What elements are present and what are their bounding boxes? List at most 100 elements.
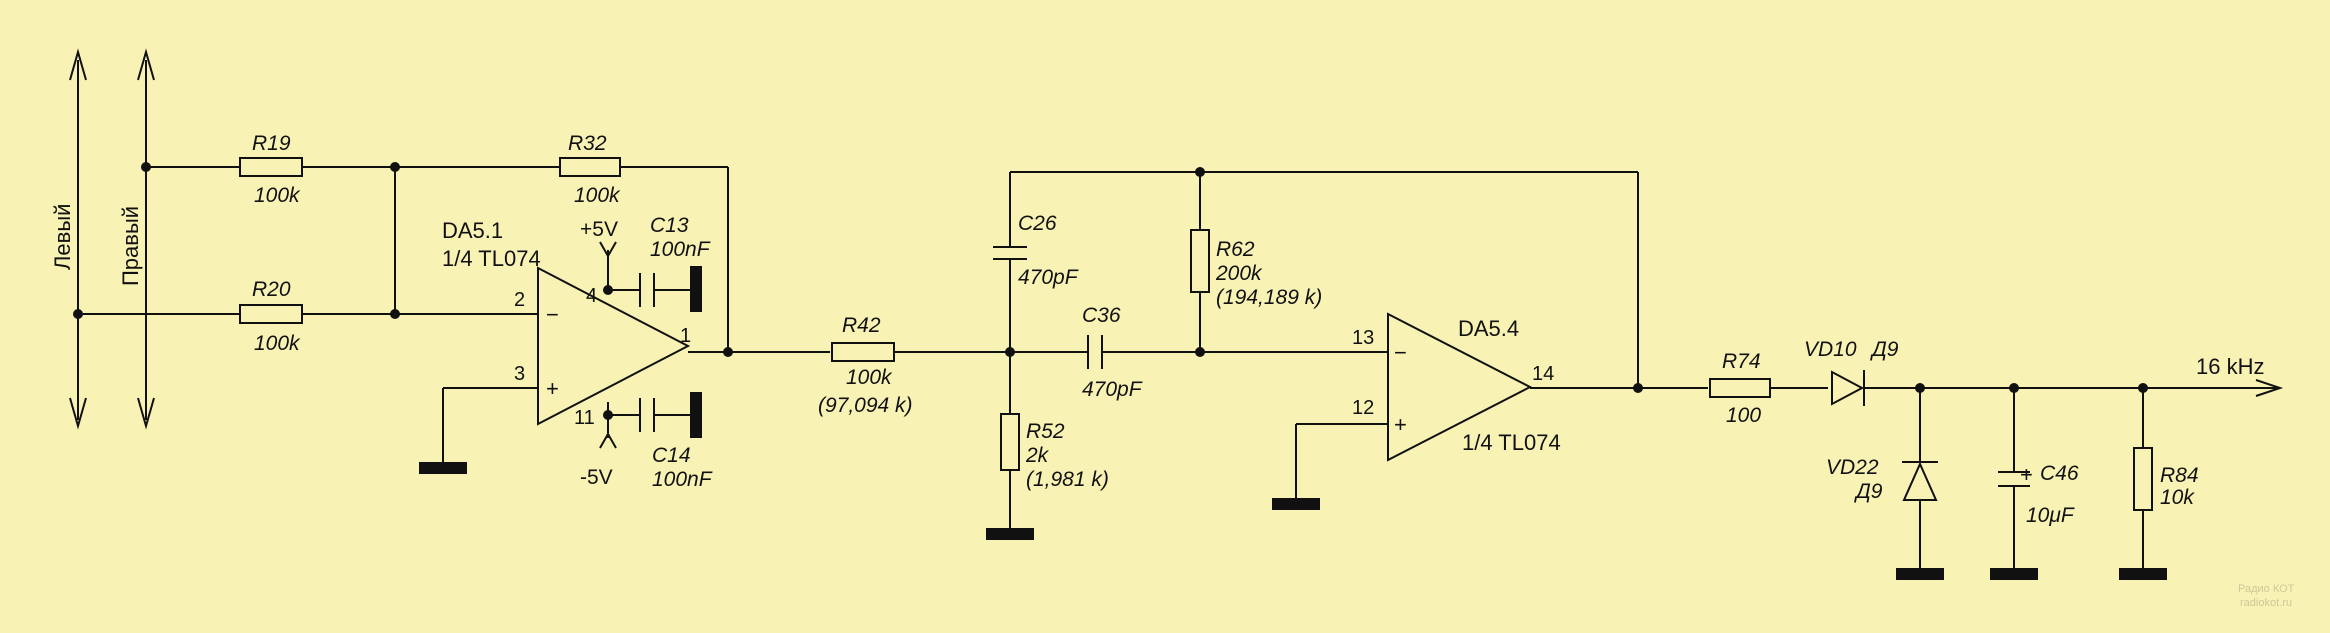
da5-1-plus-sign: + [546, 376, 559, 401]
r84-value: 10k [2160, 486, 2195, 509]
c14-value: 100nF [652, 468, 713, 491]
capacitor-c26-body [993, 246, 1027, 260]
input-bus-right [137, 48, 155, 430]
opamp-da5-1-triangle [518, 266, 691, 426]
da5-1-pin-vpos: 4 [586, 285, 597, 307]
r42-measured: (97,094 k) [818, 394, 913, 417]
diode-vd22-body [1902, 461, 1938, 501]
r42-value: 100k [846, 366, 893, 389]
r32-ref: R32 [568, 132, 607, 155]
resistor-r19-body [239, 157, 303, 177]
da5-1-pin-out: 1 [680, 325, 691, 347]
r74-value: 100 [1726, 404, 1761, 427]
da5-4-pin-inv: 13 [1352, 327, 1374, 349]
junction-dot [1005, 347, 1015, 357]
supply-neg-label: -5V [580, 466, 613, 489]
r32-value: 100k [574, 184, 621, 207]
r19-value: 100k [254, 184, 301, 207]
da5-4-pin-noninv: 12 [1352, 397, 1374, 419]
c36-ref: C36 [1082, 304, 1121, 327]
junction-dot [1195, 167, 1205, 177]
junction-dot [1195, 347, 1205, 357]
r52-ref: R52 [1026, 420, 1065, 443]
c13-ref: C13 [650, 214, 689, 237]
junction-dot [723, 347, 733, 357]
ground-da5-1 [419, 462, 467, 474]
da5-4-minus-sign: − [1394, 340, 1407, 365]
ground-c46 [1990, 568, 2038, 580]
vd10-ref: VD10 [1804, 338, 1857, 361]
da5-4-part: 1/4 TL074 [1462, 430, 1561, 455]
ground-da5-4 [1272, 498, 1320, 510]
c46-value: 10μF [2026, 504, 2075, 527]
c26-value: 470pF [1018, 266, 1079, 289]
da5-1-ref: DA5.1 [442, 218, 503, 243]
ground-c13 [690, 266, 702, 312]
capacitor-c13-body [639, 273, 690, 307]
input-right-label: Правый [118, 206, 143, 286]
junction-dot [1915, 383, 1925, 393]
watermark-url: radiokot.ru [2240, 597, 2292, 609]
junction-dot [2009, 383, 2019, 393]
r62-ref: R62 [1216, 238, 1255, 261]
junction-dot [1633, 383, 1643, 393]
vd22-type: Д9 [1854, 480, 1883, 503]
r20-ref: R20 [252, 278, 291, 301]
da5-1-minus-sign: − [546, 302, 559, 327]
resistor-r84-body [2133, 447, 2153, 511]
vd10-type: Д9 [1870, 338, 1899, 361]
junction-dot [603, 410, 613, 420]
wires-filter-stage [728, 171, 1639, 532]
ground-c14 [690, 392, 702, 438]
junction-dot [603, 285, 613, 295]
da5-4-pin-out: 14 [1532, 363, 1554, 385]
capacitor-c46-body [1998, 471, 2030, 487]
c46-ref: C46 [2040, 462, 2079, 485]
wires-output-stage [1770, 379, 2284, 572]
ground-r52 [986, 528, 1034, 540]
watermark-title: Радио КОТ [2238, 583, 2295, 595]
resistor-r32-body [559, 157, 621, 177]
wires-input-stage [78, 166, 830, 462]
resistor-r20-body [239, 304, 303, 324]
input-bus-left [69, 48, 87, 430]
wires-da5-1-supply [599, 241, 640, 449]
c13-value: 100nF [650, 238, 711, 261]
capacitor-c14-body [639, 398, 690, 432]
resistor-r42-body [831, 342, 895, 362]
resistor-r62-body [1190, 229, 1210, 293]
junction-dot [2138, 383, 2148, 393]
junction-dot [390, 162, 400, 172]
da5-1-pin-vneg: 11 [574, 407, 595, 429]
da5-1-part: 1/4 TL074 [442, 246, 541, 271]
r20-value: 100k [254, 332, 301, 355]
r52-value: 2k [1025, 444, 1050, 467]
r84-ref: R84 [2160, 464, 2199, 487]
c14-ref: C14 [652, 444, 691, 467]
ground-vd22 [1896, 568, 1944, 580]
c36-value: 470pF [1082, 378, 1143, 401]
r19-ref: R19 [252, 132, 291, 155]
r62-value: 200k [1215, 262, 1263, 285]
junction-dot [141, 162, 151, 172]
opamp-da5-4-triangle [1387, 312, 1708, 462]
r42-ref: R42 [842, 314, 881, 337]
resistor-r74-body [1709, 378, 1771, 398]
r52-measured: (1,981 k) [1026, 468, 1109, 491]
supply-pos-label: +5V [580, 218, 618, 241]
da5-4-ref: DA5.4 [1458, 316, 1519, 341]
diode-vd10-body [1831, 370, 1865, 406]
resistor-r52-body [1000, 413, 1020, 471]
capacitor-c36-body [1087, 335, 1103, 369]
input-left-label: Левый [50, 204, 75, 270]
da5-1-pin-noninv: 3 [514, 363, 525, 385]
da5-1-pin-inv: 2 [514, 289, 525, 311]
ground-r84 [2119, 568, 2167, 580]
junction-dot [390, 309, 400, 319]
output-label: 16 kHz [2196, 354, 2264, 379]
junction-dot [73, 309, 83, 319]
c26-ref: C26 [1018, 212, 1057, 235]
r74-ref: R74 [1722, 350, 1761, 373]
